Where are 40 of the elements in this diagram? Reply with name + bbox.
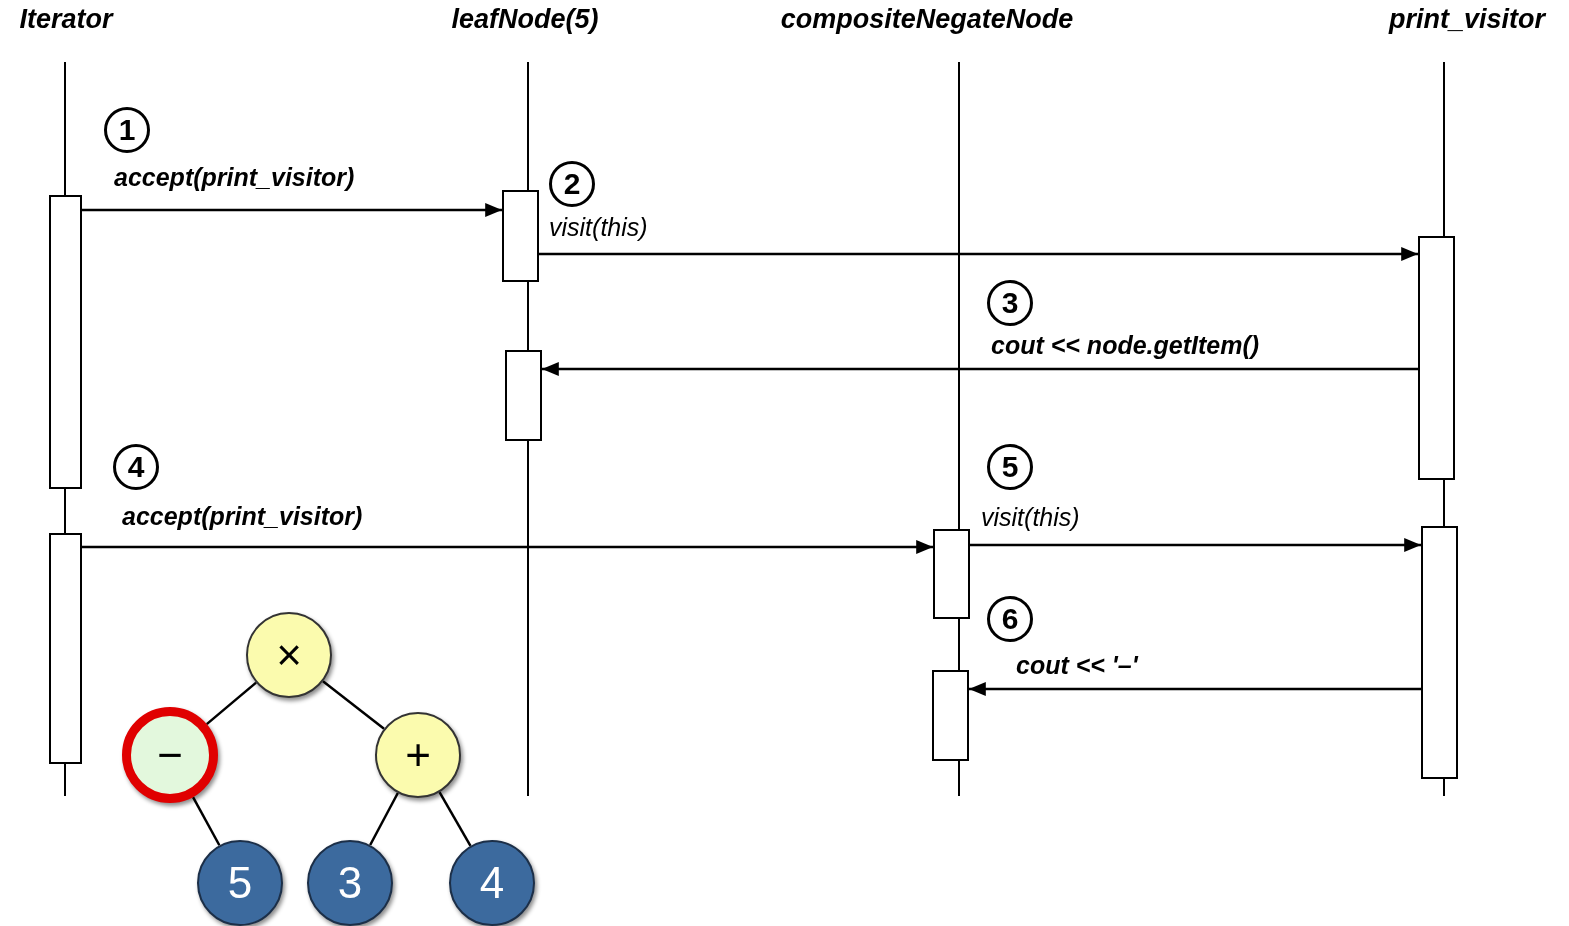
tree-edge (322, 680, 385, 730)
activation-bar (933, 529, 970, 619)
activation-bar (502, 190, 539, 282)
selected-operator-node: − (122, 707, 218, 803)
operand-node: 5 (197, 840, 283, 926)
activation-bar (932, 670, 969, 761)
activation-bar (505, 350, 542, 441)
activation-bar (49, 533, 82, 764)
message-arrow (542, 362, 1418, 376)
step-number: 6 (987, 596, 1033, 642)
step-number: 5 (987, 444, 1033, 490)
message-arrow (82, 203, 502, 217)
tree-edge (205, 681, 257, 726)
activation-bar (49, 195, 82, 489)
operator-node: × (246, 612, 332, 698)
step-number: 1 (104, 107, 150, 153)
message-label: visit(this) (547, 214, 650, 242)
activation-bar (1418, 236, 1455, 480)
message-label: accept(print_visitor) (112, 164, 357, 192)
message-arrow (539, 247, 1418, 261)
operand-node: 3 (307, 840, 393, 926)
tree-edge (438, 791, 472, 847)
step-number: 2 (549, 161, 595, 207)
activation-bar (1421, 526, 1458, 779)
lifeline-header: leafNode(5) (451, 4, 599, 35)
lifeline-header: Iterator (19, 4, 113, 35)
lifeline-header: compositeNegateNode (780, 4, 1074, 35)
tree-edge (369, 792, 399, 846)
message-label: visit(this) (979, 504, 1082, 532)
step-number: 3 (987, 280, 1033, 326)
message-label: accept(print_visitor) (120, 503, 365, 531)
step-number: 4 (113, 444, 159, 490)
message-arrow (969, 682, 1421, 696)
message-label: cout << node.getItem() (989, 332, 1262, 360)
operator-node: + (375, 712, 461, 798)
operand-node: 4 (449, 840, 535, 926)
message-arrow (970, 538, 1421, 552)
tree-edge (191, 796, 221, 846)
lifeline-header: print_visitor (1389, 4, 1545, 35)
message-arrow (82, 540, 933, 554)
